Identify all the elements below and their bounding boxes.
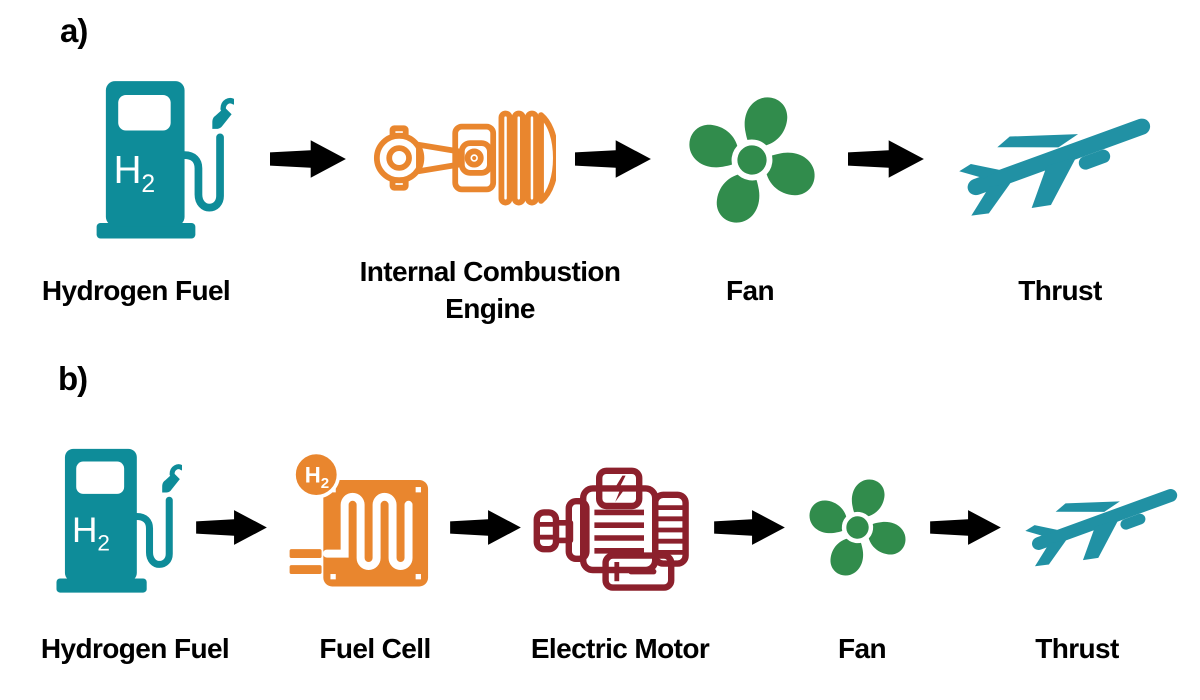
arrow-icon — [714, 510, 785, 545]
pump-h2-text: H2 — [72, 511, 110, 555]
flow-channel — [322, 492, 413, 570]
arrow-icon — [450, 510, 521, 545]
pump-window — [118, 94, 171, 131]
lightning-bolt-icon — [613, 475, 627, 502]
step-label: Hydrogen Fuel — [41, 275, 231, 306]
arrow-icon — [575, 140, 651, 178]
pump-hose — [180, 133, 224, 212]
badge-h2-text: H2 — [305, 463, 329, 492]
step-label: Fan — [838, 633, 887, 664]
step-label: Fan — [726, 275, 775, 306]
pump-hose — [133, 496, 173, 568]
pump-nozzle — [162, 472, 180, 503]
arrow-icon — [270, 140, 346, 178]
step-label: Fuel Cell — [319, 633, 431, 664]
piston-engine-icon — [373, 110, 556, 206]
row-b-label: b) — [58, 360, 88, 397]
pump-window — [76, 461, 125, 494]
h2-badge — [292, 450, 341, 499]
step-label: Thrust — [1018, 275, 1102, 306]
fuel-cell-icon: H2 — [289, 450, 429, 587]
fan-icon — [809, 479, 906, 576]
arrow-icon — [196, 510, 267, 545]
motor-foot — [602, 552, 675, 591]
step-label: Electric Motor — [530, 633, 710, 664]
pump-nozzle — [212, 107, 232, 140]
arrow-icon — [848, 140, 924, 178]
airplane-icon — [1025, 489, 1178, 567]
hydrogen-pump-icon: H2 — [96, 81, 234, 239]
step-label: Internal Combustion Engine — [359, 256, 621, 324]
arrow-icon — [930, 510, 1001, 545]
step-label: Hydrogen Fuel — [40, 633, 230, 664]
airplane-icon — [959, 118, 1151, 216]
pump-h2-text: H2 — [114, 149, 156, 198]
electric-motor-icon — [533, 467, 689, 591]
row-a-label: a) — [60, 12, 88, 49]
step-label: Thrust — [1035, 633, 1119, 664]
hydrogen-pump-icon: H2 — [56, 448, 182, 593]
fan-icon — [689, 97, 815, 223]
